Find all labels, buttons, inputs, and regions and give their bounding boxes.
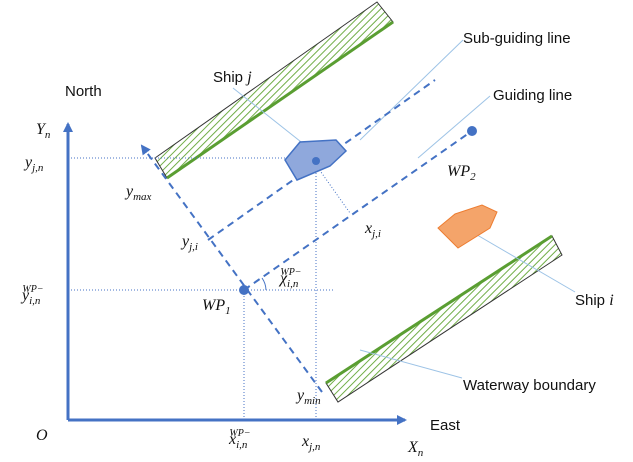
upper-waterway-boundary	[154, 1, 394, 180]
origin-label: O	[36, 427, 48, 444]
sub-guiding-line-label: Sub-guiding line	[463, 30, 571, 47]
chi-label: χi,nWP−	[278, 267, 302, 290]
y-axis-label: Yn	[36, 121, 51, 141]
x-ji-label: xj,i	[364, 220, 381, 240]
wp1-label: WP1	[202, 297, 231, 317]
guiding-line	[243, 130, 473, 291]
north-label: North	[65, 83, 102, 100]
ship-i-label: Ship i	[575, 292, 614, 309]
y-min-label: ymin	[295, 387, 321, 407]
y-max-label: ymax	[124, 183, 152, 203]
perpendicular-line	[140, 144, 323, 393]
heading-angle-arc	[261, 277, 267, 291]
lower-waterway-boundary	[325, 234, 563, 403]
ship-j-label: Ship j	[213, 69, 252, 86]
ship-j-icon	[284, 139, 348, 181]
projection-lines	[68, 157, 351, 420]
east-label: East	[430, 417, 461, 434]
y-jn-label: yj,n	[23, 154, 44, 174]
x-inwp-label: xi,nWP−	[228, 428, 251, 451]
wp2-label: WP2	[447, 163, 476, 183]
axes	[63, 122, 407, 425]
y-inwp-label: yi,nWP−	[20, 284, 44, 307]
wp2-point	[467, 126, 477, 136]
guiding-line-label: Guiding line	[493, 87, 572, 104]
waterway-boundary-label: Waterway boundary	[463, 377, 596, 394]
x-axis-label: Xn	[407, 439, 424, 459]
y-ji-label: yj,i	[180, 233, 198, 253]
wp1-point	[239, 285, 249, 295]
x-jn-label: xj,n	[301, 433, 321, 453]
ship-i-icon	[437, 204, 498, 249]
